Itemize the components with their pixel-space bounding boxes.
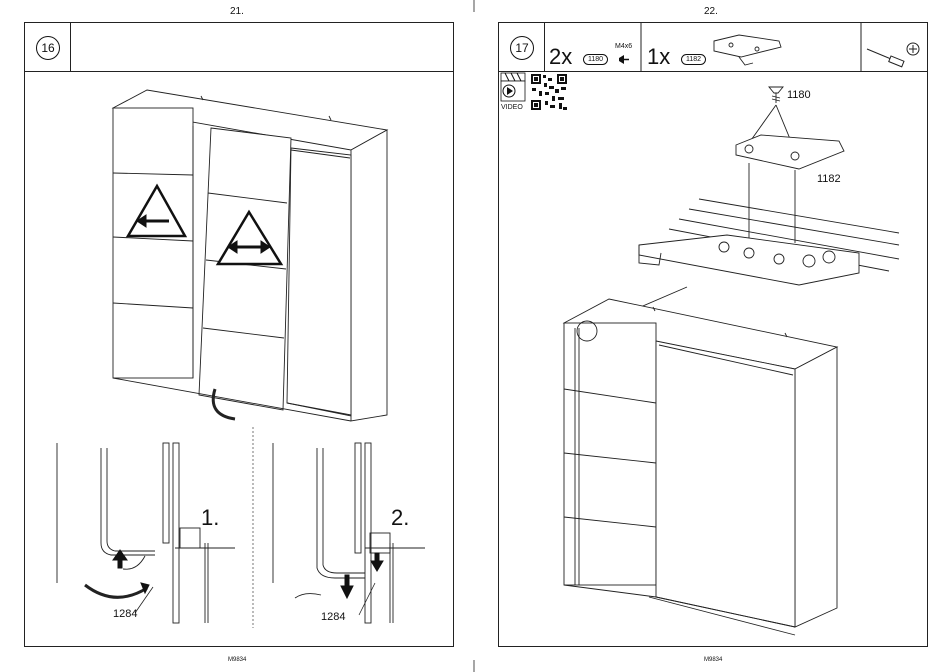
callout-1180: 1180 [787,89,811,101]
page-number-right: 22. [704,6,718,17]
wardrobe-drawing-right [499,23,927,646]
right-frame: 17 2x 1180 M4x6 1x 1182 [498,22,928,647]
footer-right: M9834 [704,657,722,663]
callout-1182: 1182 [817,173,841,185]
